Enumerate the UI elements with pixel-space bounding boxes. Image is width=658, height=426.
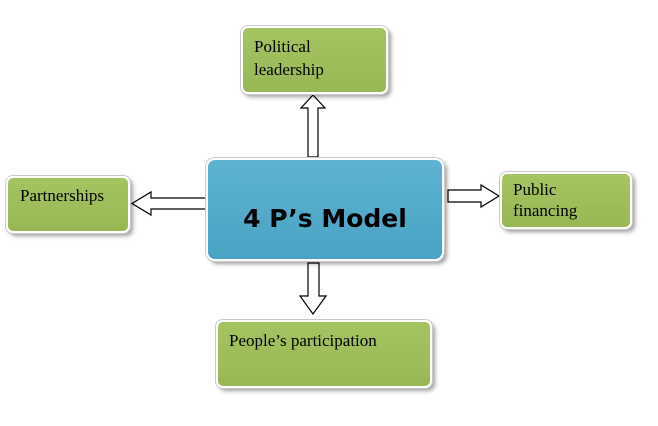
center-node: 4 P’s Model — [206, 158, 444, 261]
political-leadership-label: Political leadership — [254, 37, 324, 79]
arrow-right — [447, 183, 501, 209]
public-financing-node: Public financing — [500, 172, 632, 229]
political-leadership-node: Political leadership — [241, 26, 388, 94]
partnerships-label: Partnerships — [20, 186, 105, 205]
arrow-up — [299, 94, 327, 158]
arrow-left — [130, 190, 207, 217]
arrow-down — [298, 262, 328, 316]
partnerships-node: Partnerships — [6, 176, 130, 233]
peoples-participation-label: People’s participation — [229, 331, 377, 350]
public-financing-label: Public financing — [513, 180, 578, 220]
peoples-participation-node: People’s participation — [216, 320, 432, 388]
center-node-label: 4 P’s Model — [243, 204, 407, 233]
